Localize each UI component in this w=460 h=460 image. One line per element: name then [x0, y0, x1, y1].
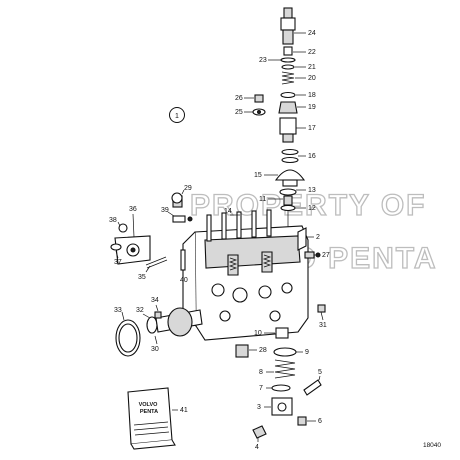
callout-10: 10 [254, 330, 262, 337]
callout-34: 34 [151, 297, 159, 304]
callout-29: 29 [184, 185, 192, 192]
callout-4: 4 [255, 444, 259, 451]
callouts: 24 22 23 21 20 18 19 26 25 17 16 15 13 1… [109, 30, 330, 451]
callout-17: 17 [308, 125, 316, 132]
callout-15: 15 [254, 172, 262, 179]
callout-31: 31 [319, 322, 327, 329]
callout-21: 21 [308, 64, 316, 71]
left-fittings [110, 192, 193, 269]
watermark-line-1: PROPERTY OF [190, 189, 426, 222]
callout-35: 35 [138, 274, 146, 281]
callout-28: 28 [259, 347, 267, 354]
delivery-valve-stack [274, 7, 306, 232]
callout-12: 12 [308, 205, 316, 212]
callout-32: 32 [136, 307, 144, 314]
callout-40: 40 [180, 277, 188, 284]
callout-22: 22 [308, 49, 316, 56]
manual-cover-line-1: VOLVO [139, 402, 159, 408]
callout-11: 11 [259, 196, 266, 203]
manual-cover-line-2: PENTA [140, 409, 158, 415]
callout-41: 41 [180, 407, 188, 414]
callout-39: 39 [161, 207, 169, 214]
callout-16: 16 [308, 153, 316, 160]
callout-33: 33 [114, 307, 122, 314]
group-label-text: 1 [175, 113, 179, 120]
lower-tappet-stack [235, 327, 322, 439]
group-label: 1 [169, 107, 185, 123]
callout-3: 3 [257, 404, 261, 411]
drive-shaft-assembly [115, 307, 203, 357]
callout-27: 27 [322, 252, 330, 259]
callout-14: 14 [224, 208, 232, 215]
callout-36: 36 [129, 206, 137, 213]
callout-7: 7 [259, 385, 263, 392]
small-fittings-25-26 [252, 94, 266, 116]
callout-37: 37 [114, 259, 122, 266]
drawing-reference: 18040 [423, 442, 441, 449]
callout-9: 9 [305, 349, 309, 356]
callout-24: 24 [308, 30, 316, 37]
callout-30: 30 [151, 346, 159, 353]
callout-2: 2 [316, 234, 320, 241]
callout-8: 8 [259, 369, 263, 376]
callout-26: 26 [235, 95, 243, 102]
callout-38: 38 [109, 217, 117, 224]
callout-18: 18 [308, 92, 316, 99]
manual-book-41: VOLVO PENTA [127, 387, 176, 450]
callout-25: 25 [235, 109, 243, 116]
callout-19: 19 [308, 104, 316, 111]
callout-20: 20 [308, 75, 316, 82]
callout-5: 5 [318, 369, 322, 376]
pump-housing [180, 209, 326, 341]
callout-23: 23 [259, 57, 267, 64]
callout-13: 13 [308, 187, 316, 194]
callout-6: 6 [318, 418, 322, 425]
